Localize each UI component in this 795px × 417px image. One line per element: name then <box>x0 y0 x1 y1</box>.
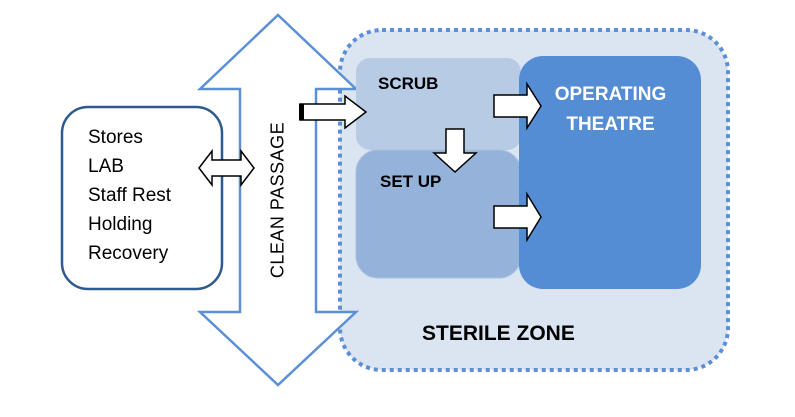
support-rooms-box <box>60 105 224 291</box>
setup-label: SET UP <box>380 172 442 191</box>
support-room-item: Recovery <box>88 243 169 264</box>
bidirectional-arrow-icon <box>198 148 255 188</box>
scrub-room <box>356 58 521 150</box>
operating-theatre-label-line1: OPERATING <box>554 84 667 105</box>
clean-passage-label: CLEAN PASSAGE <box>267 121 288 279</box>
support-room-item: Staff Rest <box>88 185 172 206</box>
support-room-item: LAB <box>88 156 124 177</box>
setup-to-theatre-arrow-icon <box>493 191 542 243</box>
operating-theatre-label: OPERATING THEATRE <box>527 80 694 140</box>
entry-arrow-icon <box>299 94 368 130</box>
scrub-label: SCRUB <box>378 74 439 93</box>
operating-theatre-label-line2: THEATRE <box>566 114 655 135</box>
scrub-to-theatre-arrow-icon <box>493 81 542 131</box>
support-room-item: Stores <box>88 127 143 148</box>
operating-theatre-room <box>519 56 701 289</box>
support-room-item: Holding <box>88 214 153 235</box>
support-rooms-list: Stores LAB Staff Rest Holding Recovery <box>88 123 171 268</box>
clean-passage-arrow <box>196 13 360 387</box>
down-arrow-icon <box>432 128 478 174</box>
sterile-zone-label: STERILE ZONE <box>422 322 575 345</box>
